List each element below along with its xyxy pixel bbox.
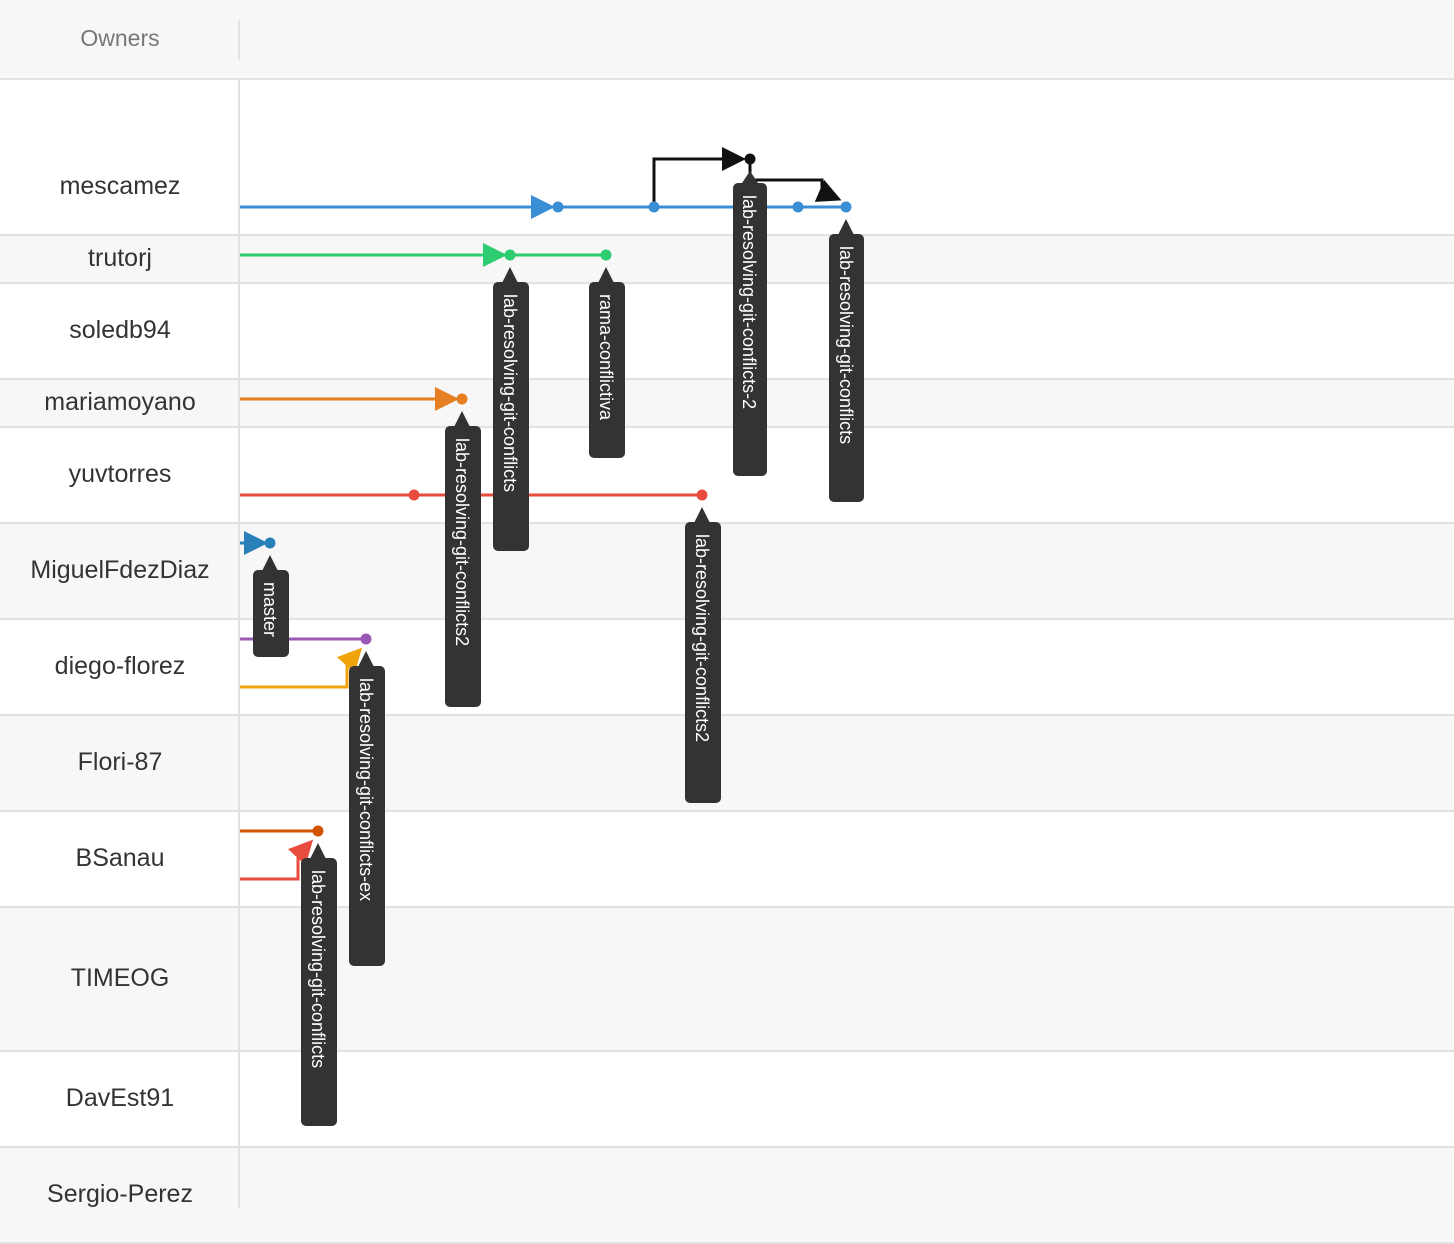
- branch-tag-label: lab-resolving-git-conflicts: [836, 246, 856, 444]
- owner-name[interactable]: Sergio-Perez: [47, 1180, 193, 1208]
- commit-dot[interactable]: [744, 153, 756, 165]
- commit-dot[interactable]: [792, 201, 804, 213]
- owner-name[interactable]: mescamez: [59, 172, 181, 200]
- commit-dot[interactable]: [648, 201, 660, 213]
- branch-tag[interactable]: lab-resolving-git-conflicts: [493, 267, 529, 551]
- owner-name[interactable]: BSanau: [75, 844, 165, 872]
- commit-dot[interactable]: [408, 489, 420, 501]
- owner-row: BSanau: [0, 812, 1454, 908]
- branch-tag-label: lab-resolving-git-conflicts-2: [739, 195, 759, 409]
- owner-name[interactable]: soledb94: [69, 316, 171, 344]
- owner-name[interactable]: MiguelFdezDiaz: [30, 556, 210, 584]
- branch-tag-label: master: [260, 582, 280, 637]
- owner-name[interactable]: yuvtorres: [68, 460, 172, 488]
- owner-row: DavEst91: [0, 1052, 1454, 1148]
- commit-dot[interactable]: [360, 633, 372, 645]
- commit-dot[interactable]: [264, 537, 276, 549]
- branch-tag[interactable]: lab-resolving-git-conflicts: [301, 843, 337, 1126]
- owner-row: TIMEOG: [0, 908, 1454, 1052]
- header: Owners: [0, 0, 1454, 80]
- owner-name[interactable]: DavEst91: [65, 1084, 175, 1112]
- branch-tag[interactable]: rama-conflictiva: [589, 267, 625, 458]
- owner-row: soledb94: [0, 284, 1454, 380]
- owner-row: Sergio-Perez: [0, 1148, 1454, 1244]
- branch-tag-label: lab-resolving-git-conflicts: [308, 870, 328, 1068]
- branch-tag[interactable]: lab-resolving-git-conflicts2: [685, 507, 721, 803]
- branch-tag-label: lab-resolving-git-conflicts-ex: [356, 678, 376, 901]
- owner-row: mescamez: [0, 80, 1454, 236]
- owner-row: diego-florez: [0, 620, 1454, 716]
- header-divider: [238, 20, 240, 60]
- branch-tag-label: lab-resolving-git-conflicts: [500, 294, 520, 492]
- owner-name[interactable]: diego-florez: [54, 652, 186, 680]
- owners-column-header: Owners: [80, 25, 160, 51]
- owner-rows: mescamez trutorj soledb94 mariamoyano yu…: [0, 80, 1454, 1244]
- commit-dot[interactable]: [504, 249, 516, 261]
- branch-tag[interactable]: lab-resolving-git-conflicts-2: [733, 171, 767, 476]
- owner-row: MiguelFdezDiaz: [0, 524, 1454, 620]
- commit-dot[interactable]: [552, 201, 564, 213]
- commit-dot[interactable]: [456, 393, 468, 405]
- owner-row: Flori-87: [0, 716, 1454, 812]
- sidebar-divider: [238, 80, 240, 1208]
- owner-row: mariamoyano: [0, 380, 1454, 428]
- owner-name[interactable]: trutorj: [88, 244, 152, 272]
- branch-tag[interactable]: master: [253, 555, 289, 657]
- branch-tag[interactable]: lab-resolving-git-conflicts-ex: [349, 651, 385, 966]
- commit-dot[interactable]: [600, 249, 612, 261]
- branch-tag-label: lab-resolving-git-conflicts2: [692, 534, 712, 742]
- owner-name[interactable]: Flori-87: [77, 748, 163, 776]
- branch-tag-label: rama-conflictiva: [596, 294, 616, 421]
- owner-name[interactable]: mariamoyano: [44, 388, 196, 416]
- branch-tag[interactable]: lab-resolving-git-conflicts: [829, 219, 864, 502]
- owner-name[interactable]: TIMEOG: [70, 964, 170, 992]
- owner-row: trutorj: [0, 236, 1454, 284]
- owner-row: yuvtorres: [0, 428, 1454, 524]
- commit-dot[interactable]: [696, 489, 708, 501]
- commit-dot[interactable]: [840, 201, 852, 213]
- branch-tag-label: lab-resolving-git-conflicts2: [452, 438, 472, 646]
- branch-tag[interactable]: lab-resolving-git-conflicts2: [445, 411, 481, 707]
- commit-dot[interactable]: [312, 825, 324, 837]
